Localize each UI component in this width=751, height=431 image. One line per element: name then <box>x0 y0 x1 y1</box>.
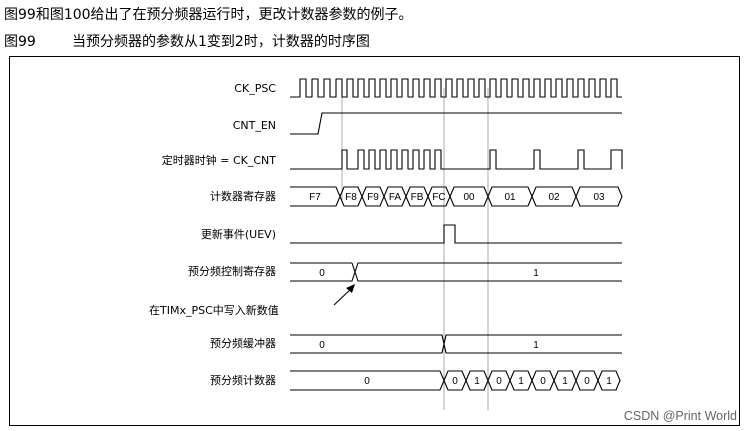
counter-register-value: F8 <box>345 192 357 203</box>
prescaler-buffer-value-new: 1 <box>533 340 539 351</box>
label-cnt-en: CNT_EN <box>233 119 276 132</box>
label-prescaler-control-register: 预分频控制寄存器 <box>188 264 276 278</box>
counter-register-value: 01 <box>504 192 516 203</box>
prescaler-control-value-old: 0 <box>319 268 325 279</box>
intro-text: 图99和图100给出了在预分频器运行时，更改计数器参数的例子。 <box>4 7 413 23</box>
label-prescaler-buffer: 预分频缓冲器 <box>210 336 276 350</box>
figure-caption: 当预分频器的参数从1变到2时，计数器的时序图 <box>72 34 370 50</box>
prescaler-counter-value: 0 <box>364 376 370 387</box>
figure-title: 图99 当预分频器的参数从1变到2时，计数器的时序图 <box>4 31 370 51</box>
prescaler-counter-value: 0 <box>452 376 458 387</box>
label-ck-cnt: 定时器时钟 = CK_CNT <box>162 153 277 167</box>
ck-cnt-waveform <box>290 149 623 170</box>
prescaler-buffer-value-old: 0 <box>319 340 325 351</box>
prescaler-counter-value: 0 <box>496 376 502 387</box>
counter-register-bus: F7 F8 F9 FA FB FC 00 01 02 03 <box>290 186 623 207</box>
ck-psc-waveform <box>290 78 622 98</box>
label-ck-psc: CK_PSC <box>234 82 276 95</box>
prescaler-counter-value: 0 <box>540 376 546 387</box>
cnt-en-waveform <box>290 112 622 135</box>
counter-register-value: F7 <box>309 192 321 203</box>
prescaler-control-waveform <box>290 262 622 282</box>
guide-lines <box>341 88 489 410</box>
annotation-arrow <box>333 284 355 306</box>
label-uev: 更新事件(UEV) <box>201 227 276 241</box>
prescaler-buffer-waveform <box>290 334 622 354</box>
annotation-write-psc: 在TIMx_PSC中写入新数值 <box>149 303 279 317</box>
prescaler-counter-value: 1 <box>606 376 612 387</box>
counter-register-value: F9 <box>367 192 379 203</box>
figure-number: 图99 <box>4 34 36 50</box>
counter-register-value: 00 <box>463 192 475 203</box>
prescaler-counter-value: 1 <box>474 376 480 387</box>
counter-register-cell <box>575 186 623 207</box>
prescaler-control-value-new: 1 <box>533 268 539 279</box>
counter-register-value: 02 <box>548 192 560 203</box>
uev-waveform <box>290 224 622 244</box>
counter-register-value: FA <box>389 192 402 203</box>
label-counter-register: 计数器寄存器 <box>210 189 276 203</box>
counter-register-value: FB <box>411 192 424 203</box>
prescaler-counter-value: 1 <box>518 376 524 387</box>
counter-register-value: FC <box>432 192 445 203</box>
timing-diagram-frame <box>9 56 740 426</box>
watermark: CSDN @Print World <box>623 409 737 423</box>
label-prescaler-counter: 预分频计数器 <box>210 373 276 387</box>
prescaler-counter-value: 1 <box>562 376 568 387</box>
counter-register-value: 03 <box>593 192 605 203</box>
prescaler-counter-value: 0 <box>584 376 590 387</box>
prescaler-counter-bus: 0 0 1 0 1 0 1 0 1 <box>290 370 621 391</box>
prescaler-counter-cell <box>597 370 621 391</box>
